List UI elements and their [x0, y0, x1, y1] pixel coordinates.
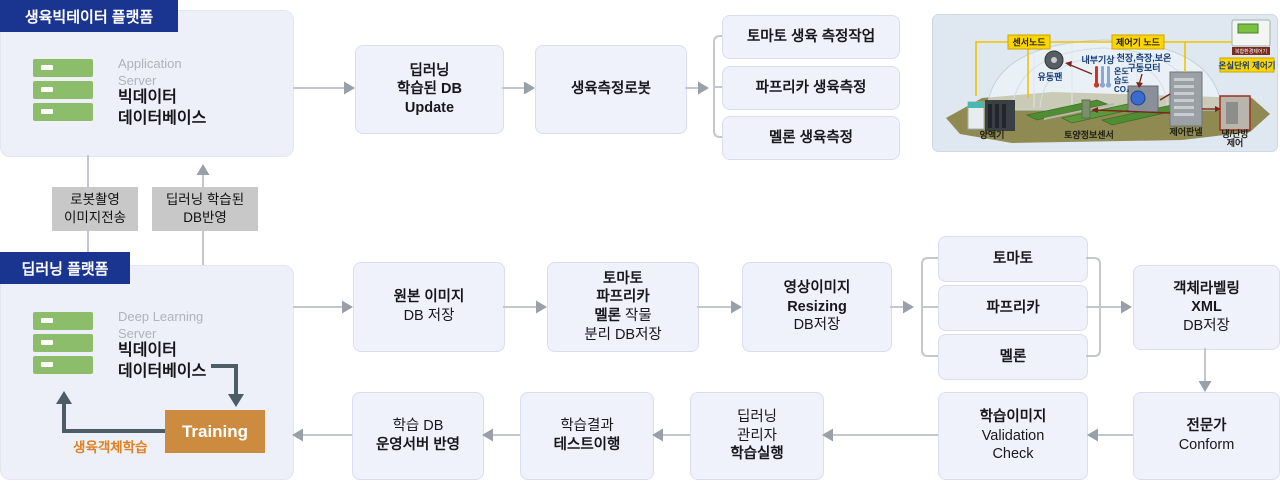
controller-label-text: 복합환경제어기: [1235, 48, 1267, 55]
hvac-unit: [1226, 102, 1238, 124]
box-growth-robot: 생육측정로봇: [535, 45, 687, 134]
box-validation-check: 학습이미지 Validation Check: [938, 392, 1088, 480]
bigdata-platform-title: 생육빅테이터 플랫폼: [24, 8, 154, 26]
greenhouse-illustration: 복합환경제어기 센서노드 제어기 노드 온실단위 제어기: [932, 14, 1278, 152]
yellow-line-nutrient: [975, 41, 1008, 96]
label-controller-node: 제어기 노드: [1116, 37, 1161, 48]
application-server-icon: [33, 59, 93, 121]
thermometer-bulb: [1099, 82, 1106, 88]
growth-object-learning-label: 생육객체학습: [73, 440, 148, 455]
label-control-panel: 제어판넬: [1169, 126, 1202, 137]
controller-label-bar: [1232, 47, 1270, 55]
box-expert-conform: 전문가 Conform: [1133, 392, 1280, 480]
red-arrowhead: [1215, 106, 1221, 112]
box-deploy-operation-server: 학습 DB 운영서버 반영: [352, 392, 484, 480]
box-manager-training-run: 딥러닝 관리자 학습실행: [690, 392, 824, 480]
label-nutrient: 양액기: [980, 129, 1005, 140]
bigdata-platform-tab: 생육빅테이터 플랫폼: [0, 0, 178, 32]
arrowhead-up: [196, 164, 210, 175]
arrowhead: [524, 81, 535, 95]
red-arrowhead: [1091, 107, 1098, 113]
panel-slot: [1174, 85, 1194, 88]
arrowhead: [344, 81, 355, 95]
box-measure-paprika: 파프리카 생육측정: [722, 66, 900, 110]
label-controller-node-box: [1111, 34, 1165, 50]
arrowhead: [731, 300, 742, 314]
box-original-image-db: 원본 이미지 DB 저장: [353, 262, 505, 352]
arrowhead-down: [1198, 381, 1212, 392]
fan-hub: [1051, 57, 1057, 63]
application-server-label: Application Server: [118, 56, 182, 88]
pipe: [995, 104, 999, 128]
label-co2: CO₂: [1114, 85, 1130, 94]
panel-slot: [1174, 78, 1194, 81]
bracket-measure-branch: [713, 35, 722, 138]
label-motor-line1: 천장,측장,보온: [1117, 52, 1172, 63]
pipe: [1002, 104, 1006, 128]
label-unit-controller-box: [1219, 57, 1275, 73]
walkway: [1043, 103, 1115, 120]
deeplearning-platform-tab: 딥러닝 플랫폼: [0, 252, 130, 284]
thermometer-red: [1095, 66, 1098, 84]
controller-screen: [1237, 23, 1259, 34]
red-arrow-panel-soil: [1093, 109, 1171, 114]
label-robot-image-transfer: 로봇촬영 이미지전송: [52, 187, 138, 231]
bracket-crop-left: [921, 257, 938, 357]
arrowhead: [342, 300, 353, 314]
deep-learning-server-icon: [33, 312, 93, 374]
deep-learning-server-label: Deep Learning Server: [118, 309, 204, 341]
label-trained-db-reflect: 딥러닝 학습된 DB반영: [152, 187, 258, 231]
thermometer-blue: [1101, 66, 1104, 84]
thermometer-blue: [1107, 66, 1110, 84]
panel-slot: [1174, 99, 1194, 102]
red-arrowhead: [1136, 82, 1143, 88]
soil-sensor-device: [1081, 99, 1091, 119]
box-trained-db-update: 딥러닝 학습된 DB Update: [355, 45, 504, 134]
label-hvac-line2: 제어: [1227, 137, 1244, 148]
box-object-labeling-xml: 객체라벨링 XML DB저장: [1133, 265, 1280, 350]
label-fan: 유동팬: [1038, 71, 1063, 82]
tunnel-arc: [1039, 55, 1169, 109]
bigdata-db-label: 빅데이터 데이터베이스: [118, 89, 207, 128]
label-sensor-node: 센서노드: [1012, 37, 1046, 48]
label-hvac-line1: 냉/난방: [1221, 128, 1249, 139]
training-box: Training: [165, 410, 265, 453]
red-arrow-panel-motor: [1159, 93, 1171, 101]
red-arrow-fan: [1067, 63, 1093, 75]
box-crop-tomato: 토마토: [938, 236, 1088, 282]
label-soil-sensor: 토양정보센서: [1064, 129, 1114, 140]
label-inner-weather: 내부기상: [1081, 54, 1115, 65]
arrowhead: [698, 81, 709, 95]
panel-slot: [1174, 113, 1194, 116]
box-image-resizing-db: 영상이미지 Resizing DB저장: [742, 262, 892, 352]
bracket-crop-right: [1086, 257, 1101, 357]
deep-db-label: 빅데이터 데이터베이스: [118, 342, 207, 381]
box-test-result: 학습결과 테스트이행: [520, 392, 654, 480]
label-sensor-node-box: [1007, 34, 1051, 50]
panel-slot: [1174, 92, 1194, 95]
arrowhead: [903, 300, 914, 314]
box-measure-tomato: 토마토 생육 측정작업: [722, 15, 900, 59]
panel-slot: [1174, 106, 1194, 109]
hvac-photo: [1219, 95, 1251, 131]
nutrient-machine-top: [968, 102, 984, 108]
label-motor-line2: 구동모터: [1127, 62, 1160, 73]
motor-wheel: [1130, 90, 1146, 106]
arrowhead: [536, 300, 547, 314]
thermometer-bulb: [1105, 82, 1112, 88]
arrowhead-left: [1087, 428, 1098, 442]
box-crop-melon: 멜론: [938, 334, 1088, 380]
thermometer-bulb: [1093, 82, 1100, 88]
label-temp: 온도: [1114, 67, 1129, 76]
red-arrowhead: [1065, 61, 1072, 67]
box-crop-paprika: 파프리카: [938, 285, 1088, 331]
label-unit-controller: 온실단위 제어기: [1218, 61, 1275, 71]
arrowhead: [1121, 300, 1132, 314]
deeplearning-platform-title: 딥러닝 플랫폼: [21, 260, 109, 278]
label-humidity: 습도: [1114, 75, 1129, 85]
box-measure-melon: 멜론 생육측정: [722, 116, 900, 160]
pipe: [988, 104, 992, 128]
